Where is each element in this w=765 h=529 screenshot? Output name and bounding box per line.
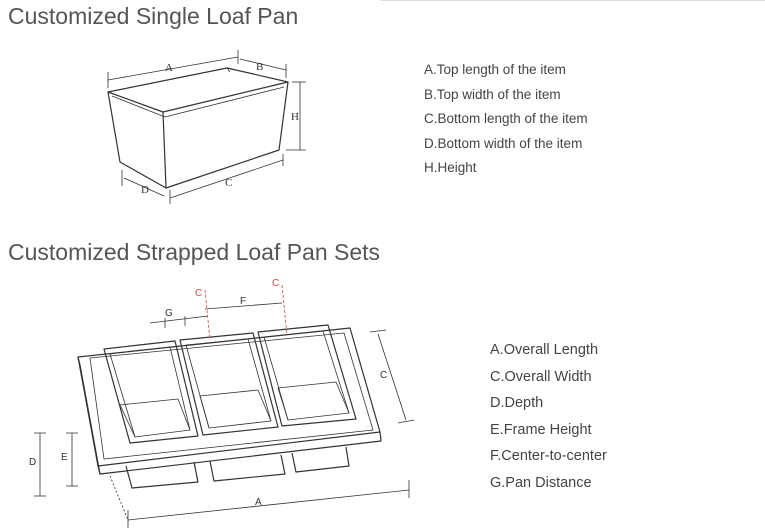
legend-item: D.Depth xyxy=(490,395,544,412)
dimension-d-line xyxy=(121,170,165,197)
label-h: H xyxy=(291,111,299,123)
dimension-frame-e-line xyxy=(66,432,78,487)
label-c: C xyxy=(225,177,232,189)
label-b: B xyxy=(256,61,263,73)
legend-item: F.Center-to-center xyxy=(490,448,607,465)
legend-item: H.Height xyxy=(424,160,477,175)
label-overall-c: C xyxy=(380,370,387,381)
label-c-center-2: C xyxy=(272,278,279,289)
top-divider xyxy=(380,0,765,1)
legend-item: C.Bottom length of the item xyxy=(424,111,588,126)
legend-item: G.Pan Distance xyxy=(490,474,592,491)
legend-item: D.Bottom width of the item xyxy=(424,135,583,151)
dimension-depth-line xyxy=(34,432,46,497)
label-d: D xyxy=(141,184,149,196)
legend-item: A.Top length of the item xyxy=(424,62,566,77)
legend-item: E.Frame Height xyxy=(490,421,592,438)
legend-item: A.Overall Length xyxy=(490,342,599,358)
label-f: F xyxy=(240,296,246,307)
label-g: G xyxy=(165,308,173,319)
legend-item: B.Top width of the item xyxy=(424,86,561,102)
single-loaf-pan-drawing xyxy=(107,67,289,189)
dimension-h-line xyxy=(286,81,306,151)
single-pan-title: Customized Single Loaf Pan xyxy=(8,3,299,29)
strapped-pan-title: Customized Strapped Loaf Pan Sets xyxy=(8,239,381,265)
single-pan-legend: A.Top length of the item B.Top width of … xyxy=(424,61,588,184)
dimension-g-line xyxy=(149,315,209,328)
label-frame-e: E xyxy=(61,452,68,463)
legend-item: C.Overall Width xyxy=(490,368,592,385)
label-a: A xyxy=(165,62,173,74)
label-depth-d: D xyxy=(29,457,36,468)
dimension-overall-a-line xyxy=(109,475,410,528)
dimension-f-line xyxy=(204,284,288,341)
dimension-c-line xyxy=(169,154,284,204)
dimension-b-line xyxy=(239,58,287,78)
dimension-a-line xyxy=(107,50,239,88)
strapped-pan-set-drawing xyxy=(77,324,382,489)
dimension-overall-c-line xyxy=(369,329,415,424)
strapped-pan-legend: A.Overall Length C.Overall Width D.Depth… xyxy=(490,340,607,500)
label-c-center-1: C xyxy=(195,288,202,299)
label-overall-a: A xyxy=(255,497,262,508)
